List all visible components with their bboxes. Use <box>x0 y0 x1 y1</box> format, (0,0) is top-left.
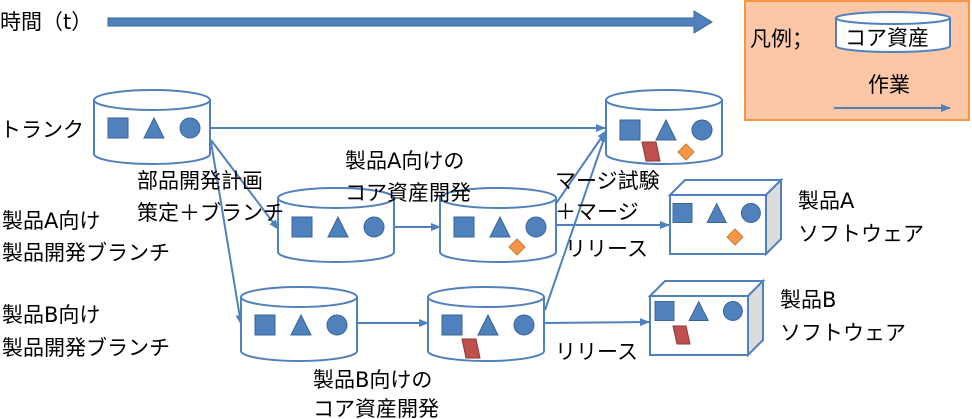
product-a-software-label-1: 製品A <box>798 189 855 213</box>
product-b-part-parallelogram <box>641 141 661 162</box>
product-a-software-box <box>667 177 784 257</box>
legend-work-label: 作業 <box>868 73 910 97</box>
core-b-release-arrow <box>544 318 650 327</box>
legend-title: 凡例； <box>750 27 813 51</box>
product-a-branch-label-1: 製品A向け <box>2 209 100 233</box>
time-axis-label: 時間（t） <box>0 10 92 34</box>
product-b-branch-label-2: 製品開発ブランチ <box>2 336 170 360</box>
merged-asset-cylinder <box>605 89 723 165</box>
time-arrow <box>107 10 713 34</box>
trunk-to-branch-a-arrow <box>210 139 279 230</box>
product-b-core-label-2: コア資産開発 <box>313 397 439 419</box>
product-a-core-label-1: 製品A向けの <box>345 149 464 173</box>
product-a-part-diamond <box>677 143 695 161</box>
product-a-branch-label-2: 製品開発ブランチ <box>2 241 170 265</box>
core-a-merge-arrow <box>554 130 607 206</box>
merge-label-1: マージ試験 <box>555 169 660 193</box>
product-a-part-diamond <box>508 238 526 256</box>
product-a-core-label-2: コア資産開発 <box>345 181 471 205</box>
product-b-part-parallelogram <box>461 338 481 359</box>
release-b-label: リリース <box>555 340 638 364</box>
product-b-software-label-1: 製品B <box>780 288 836 312</box>
work-arrows <box>210 124 670 327</box>
trunk-label: トランク <box>0 118 84 142</box>
trunk-to-branch-b-arrow <box>210 141 244 325</box>
core-a-asset-cylinder <box>439 187 557 263</box>
legend-asset-cylinder-icon <box>835 11 951 53</box>
merge-label-2: ＋マージ <box>555 200 639 224</box>
branch-plan-label-1: 部品開発計画 <box>137 169 263 193</box>
product-b-core-label-1: 製品B向けの <box>313 368 432 392</box>
legend-asset-label: コア資産 <box>845 26 929 50</box>
product-b-software-label-2: ソフトウェア <box>780 321 906 345</box>
core-b-asset-cylinder <box>427 286 545 362</box>
core-b-merge-arrow <box>544 132 607 311</box>
product-b-software-box <box>647 278 766 358</box>
branch-b-asset-cylinder <box>240 286 358 362</box>
legend: 凡例； コア資産 作業 <box>744 0 970 121</box>
branch-plan-label-2: 策定＋ブランチ <box>137 201 284 225</box>
trunk-asset-cylinder <box>93 89 211 165</box>
product-a-software-label-2: ソフトウェア <box>798 222 924 246</box>
product-b-branch-label-1: 製品B向け <box>2 303 100 327</box>
merge-label-3: リリース <box>565 237 648 261</box>
